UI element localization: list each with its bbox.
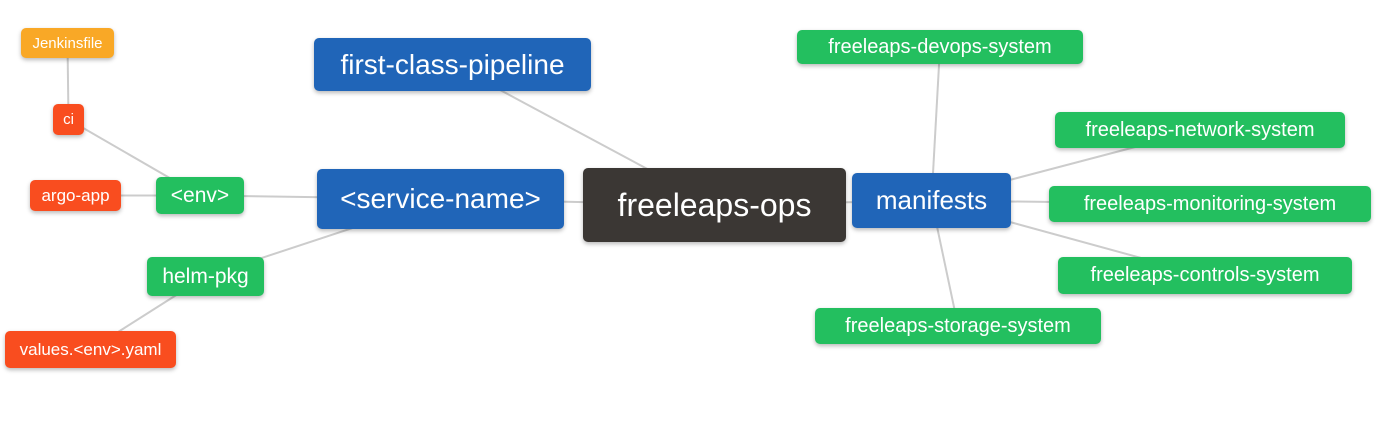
node-service-name[interactable]: <service-name> xyxy=(317,169,564,229)
node-ci[interactable]: ci xyxy=(53,104,84,135)
node-values-env-yaml[interactable]: values.<env>.yaml xyxy=(5,331,176,368)
node-env[interactable]: <env> xyxy=(156,177,244,214)
node-freeleaps-network-system[interactable]: freeleaps-network-system xyxy=(1055,112,1345,148)
node-freeleaps-controls-system[interactable]: freeleaps-controls-system xyxy=(1058,257,1352,294)
node-freeleaps-devops-system[interactable]: freeleaps-devops-system xyxy=(797,30,1083,64)
node-argo-app[interactable]: argo-app xyxy=(30,180,121,211)
node-freeleaps-storage-system[interactable]: freeleaps-storage-system xyxy=(815,308,1101,344)
node-manifests[interactable]: manifests xyxy=(852,173,1011,228)
node-first-class-pipeline[interactable]: first-class-pipeline xyxy=(314,38,591,91)
node-freeleaps-monitoring-system[interactable]: freeleaps-monitoring-system xyxy=(1049,186,1371,222)
node-jenkinsfile[interactable]: Jenkinsfile xyxy=(21,28,114,58)
node-helm-pkg[interactable]: helm-pkg xyxy=(147,257,264,296)
node-freeleaps-ops-root[interactable]: freeleaps-ops xyxy=(583,168,846,242)
